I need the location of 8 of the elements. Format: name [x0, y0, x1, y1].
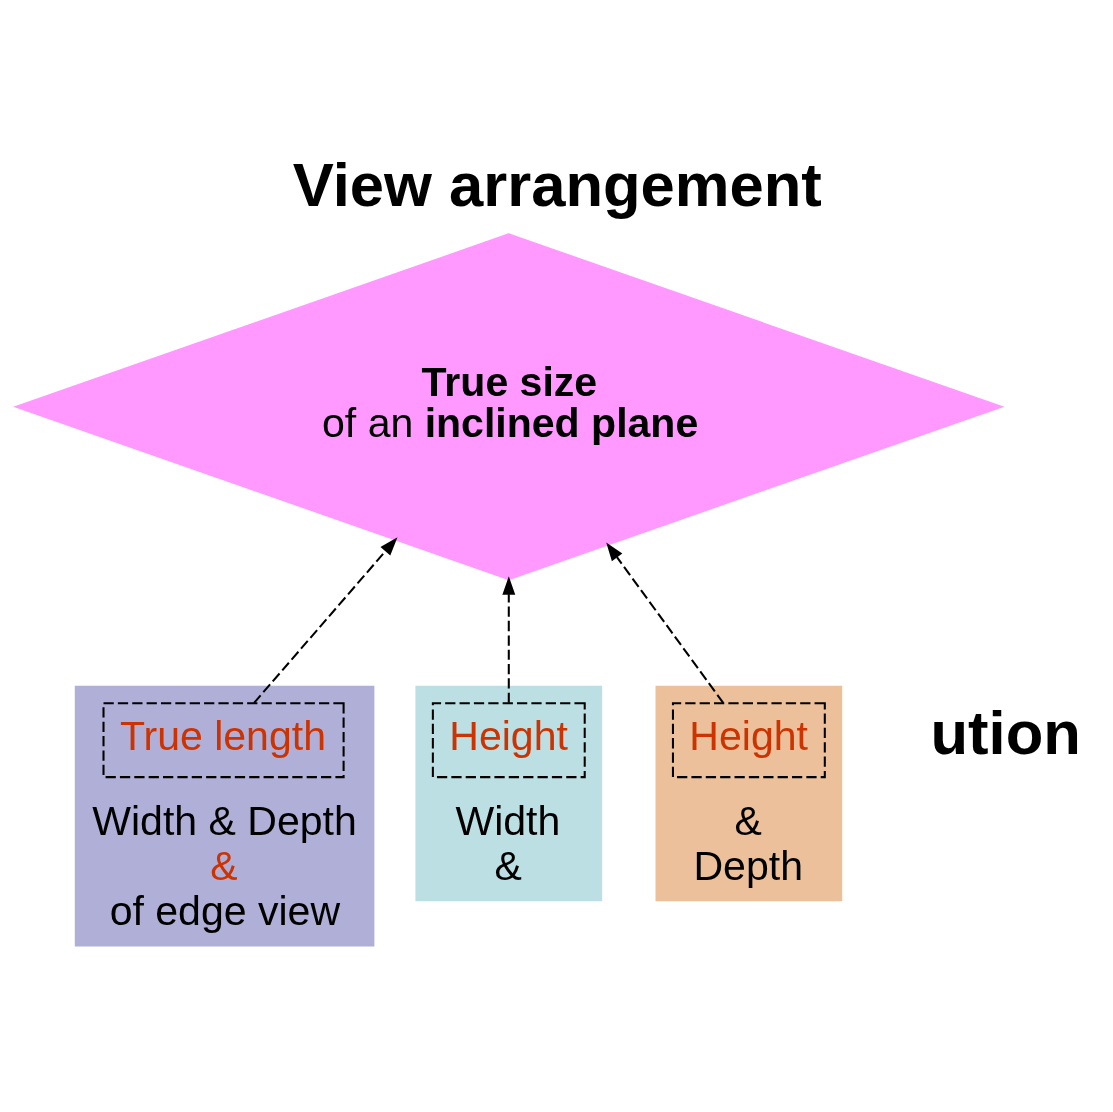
diagram-title: View arrangement [292, 149, 822, 219]
node-box: Height [671, 702, 826, 779]
node-diamond: True size of an inclined plane [13, 233, 1005, 581]
node-box: Height [431, 702, 586, 779]
arrow [606, 542, 724, 704]
arrow [502, 576, 516, 703]
label: ution [930, 697, 1081, 767]
node-box: True length [102, 702, 345, 779]
